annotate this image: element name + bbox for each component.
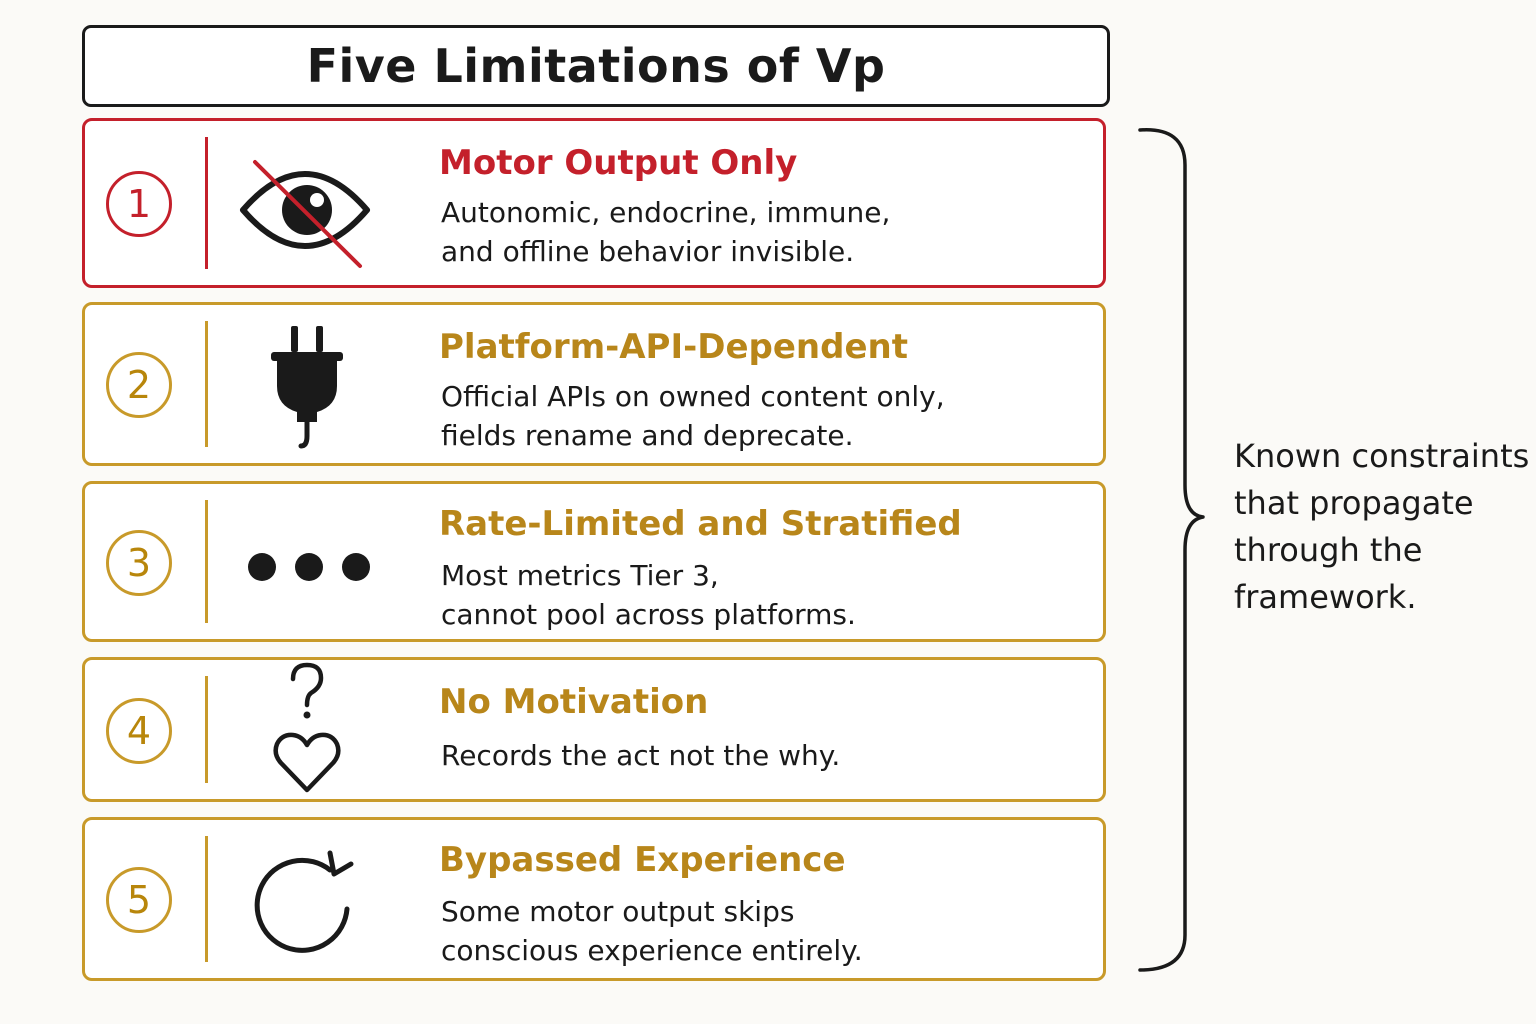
description-line: cannot pool across platforms. xyxy=(441,598,856,631)
divider xyxy=(205,137,208,269)
description-line: Some motor output skips xyxy=(441,895,795,928)
limitation-description: Official APIs on owned content only, fie… xyxy=(441,377,945,455)
description-line: Most metrics Tier 3, xyxy=(441,559,719,592)
divider xyxy=(205,500,208,623)
limitation-heading: Rate-Limited and Stratified xyxy=(439,504,962,544)
description-line: and offline behavior invisible. xyxy=(441,235,855,268)
limitation-card-1: 1 Motor Output Only Autonomic, endocrine… xyxy=(82,118,1106,288)
circular-arrow-icon xyxy=(235,829,375,969)
divider xyxy=(205,321,208,447)
question-heart-icon xyxy=(235,655,375,795)
number-badge: 3 xyxy=(106,529,172,596)
limitation-description: Most metrics Tier 3, cannot pool across … xyxy=(441,556,856,634)
number-badge: 1 xyxy=(106,171,172,237)
three-dots-icon xyxy=(235,492,375,632)
limitation-heading: Bypassed Experience xyxy=(439,840,846,880)
side-note: Known constraints that propagate through… xyxy=(1234,433,1529,621)
number-badge: 2 xyxy=(106,352,172,418)
limitation-card-3: 3 Rate-Limited and Stratified Most metri… xyxy=(82,481,1106,642)
right-curly-brace xyxy=(1135,125,1205,975)
description-line: conscious experience entirely. xyxy=(441,934,863,967)
limitation-description: Autonomic, endocrine, immune, and offlin… xyxy=(441,193,890,271)
limitation-card-4: 4 No Motivation Records the act not the … xyxy=(82,657,1106,802)
number-badge: 5 xyxy=(106,867,172,933)
limitation-card-2: 2 Platform-API-Dependent Official APIs o… xyxy=(82,302,1106,466)
divider xyxy=(205,676,208,783)
crossed-eye-icon xyxy=(235,133,375,273)
title-box: Five Limitations of Vp xyxy=(82,25,1110,107)
limitation-heading: Motor Output Only xyxy=(439,143,798,183)
limitation-card-5: 5 Bypassed Experience Some motor output … xyxy=(82,817,1106,981)
side-note-line: through the xyxy=(1234,531,1423,569)
limitation-description: Records the act not the why. xyxy=(441,736,840,775)
description-line: Records the act not the why. xyxy=(441,739,841,772)
divider xyxy=(205,836,208,962)
number-badge: 4 xyxy=(106,697,172,764)
limitation-heading: Platform-API-Dependent xyxy=(439,327,908,367)
limitation-heading: No Motivation xyxy=(439,682,709,722)
description-line: fields rename and deprecate. xyxy=(441,419,854,452)
side-note-line: that propagate xyxy=(1234,484,1474,522)
side-note-line: framework. xyxy=(1234,578,1417,616)
description-line: Official APIs on owned content only, xyxy=(441,380,945,413)
plug-icon xyxy=(235,314,375,454)
side-note-line: Known constraints xyxy=(1234,437,1530,475)
description-line: Autonomic, endocrine, immune, xyxy=(441,196,891,229)
page-title: Five Limitations of Vp xyxy=(306,39,886,93)
limitation-description: Some motor output skips conscious experi… xyxy=(441,892,863,970)
